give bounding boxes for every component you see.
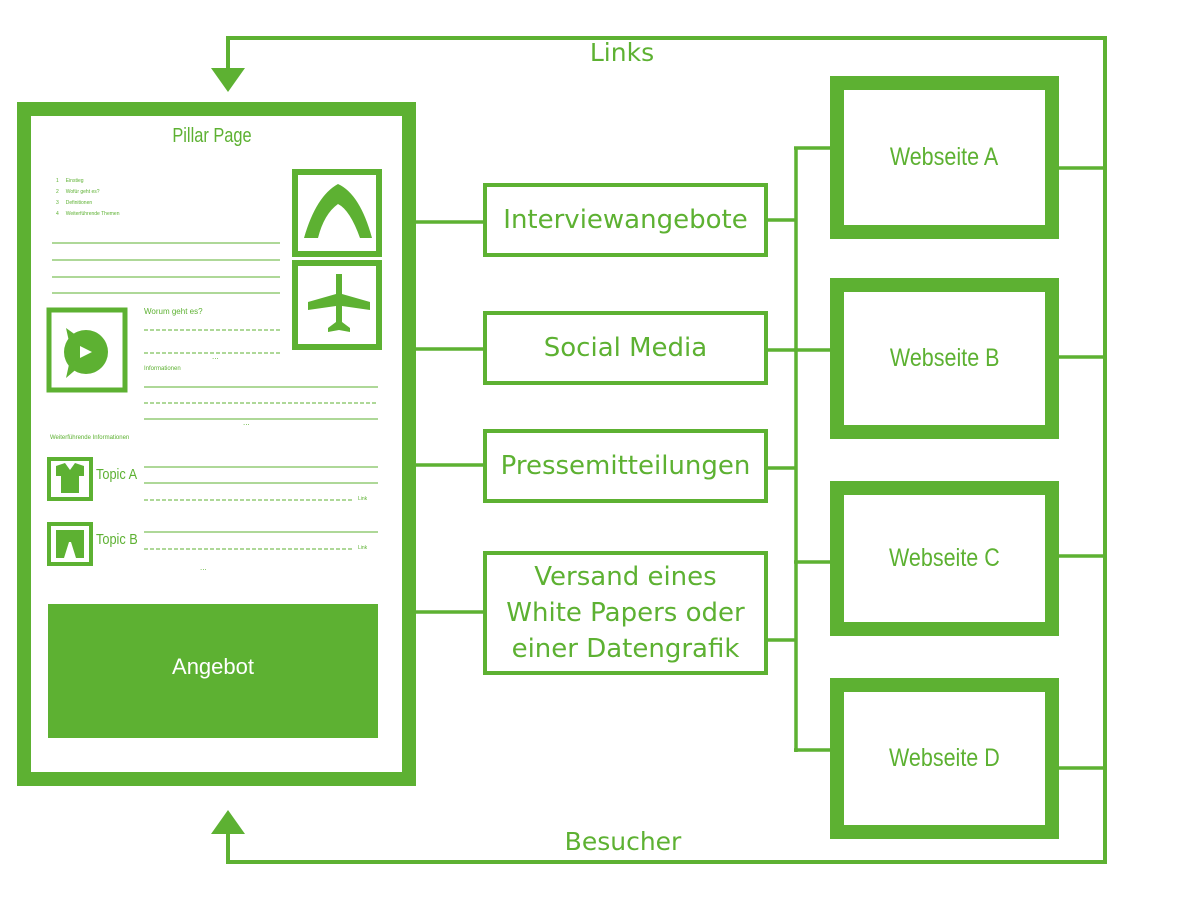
chat-bubble-icon xyxy=(46,307,128,393)
ellipsis-2: ... xyxy=(243,418,250,427)
besucher-arrow xyxy=(226,826,1105,864)
topic-b-link[interactable]: Link xyxy=(358,545,368,551)
ellipsis-3: ... xyxy=(200,563,207,572)
offer-block xyxy=(48,604,378,738)
topic-b-label: Topic B xyxy=(96,531,138,548)
pillar-text-lines xyxy=(52,242,378,550)
links-label: Links xyxy=(589,38,655,67)
toc-item-label: Definitionen xyxy=(65,200,93,206)
airplane-icon xyxy=(292,260,382,350)
toc-item-label: Wofür geht es? xyxy=(65,189,100,195)
website-a: Webseite A xyxy=(844,90,1045,225)
website-b: Webseite B xyxy=(844,292,1045,425)
pillar-page-frame xyxy=(17,102,416,786)
channel-website-connectors xyxy=(766,146,837,752)
channel-social-media: Social Media xyxy=(543,333,708,363)
shirt-icon xyxy=(47,457,93,501)
toc-item: 1 Einstieg xyxy=(56,178,84,184)
website-b-label: Webseite B xyxy=(889,344,1000,372)
pillar-connectors xyxy=(416,220,485,614)
toc-item: 3 Definitionen xyxy=(56,200,93,206)
trousers-icon xyxy=(47,522,93,566)
links-arrowhead xyxy=(211,68,245,92)
website-c: Webseite C xyxy=(844,495,1045,622)
website-c-label: Webseite C xyxy=(889,544,1000,572)
website-d-label: Webseite D xyxy=(889,744,1000,772)
website-d: Webseite D xyxy=(844,692,1045,825)
mountain-icon xyxy=(292,169,382,257)
channel-interviewangebote: Interviewangebote xyxy=(503,205,748,235)
topic-a-link[interactable]: Link xyxy=(358,496,368,502)
topic-a-label: Topic A xyxy=(96,466,138,483)
section-heading-3: Weiterführende Informationen xyxy=(50,435,130,441)
pillar-title: Pillar Page xyxy=(172,125,252,147)
ellipsis-1: ... xyxy=(212,352,219,361)
toc-item: 2 Wofür geht es? xyxy=(56,189,100,195)
toc-item: 4 Weiterführende Themen xyxy=(56,211,120,217)
offer-label: Angebot xyxy=(172,654,254,679)
channel-boxes xyxy=(483,183,768,675)
website-a-label: Webseite A xyxy=(890,143,999,171)
besucher-arrowhead xyxy=(211,810,245,834)
section-heading-2: Informationen xyxy=(144,366,181,372)
toc-item-label: Weiterführende Themen xyxy=(65,211,120,217)
channel-pressemitteilungen: Pressemitteilungen xyxy=(500,451,751,481)
section-heading-1: Worum geht es? xyxy=(144,307,203,316)
channel-white-paper: Versand eines White Papers oder einer Da… xyxy=(506,562,745,664)
links-arrow xyxy=(226,36,1105,80)
website-boxes xyxy=(830,76,1059,839)
besucher-label: Besucher xyxy=(564,827,682,856)
website-bus-connectors xyxy=(1059,166,1105,770)
toc-item-label: Einstieg xyxy=(65,178,84,184)
toc-list: 1 Einstieg 2 Wofür geht es? 3 Definition… xyxy=(56,178,119,222)
